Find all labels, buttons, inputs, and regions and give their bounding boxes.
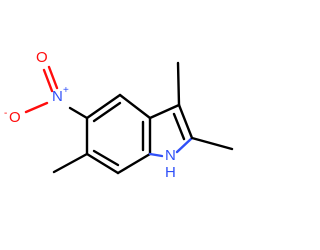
- bond-c7-c7a: [116, 152, 152, 175]
- methyl-c2: [190, 136, 234, 151]
- bond-c3-c2-inner: [172, 112, 186, 141]
- bond-c3a-c3: [148, 103, 181, 120]
- methyl-c3: [176, 61, 181, 107]
- bond-c4-c5: [85, 93, 122, 120]
- indole-nitrogen-hydrogen-label: H: [165, 164, 176, 181]
- nitro-nitrogen-label: N: [52, 88, 63, 105]
- atom-labels: N + O O - N H: [4, 49, 176, 181]
- bond-c3-c2: [177, 103, 194, 140]
- pyrrole-ring: [148, 103, 194, 158]
- nitro-oxygen-bottom-label: O: [9, 109, 21, 126]
- nitro-oxygen-bottom-charge: -: [4, 108, 7, 119]
- bond-nitro-o-top-2: [42, 68, 54, 93]
- bond-nitro-o-top: [47, 65, 59, 90]
- bond-c5-nitro: [68, 106, 89, 120]
- methyl-groups: [52, 61, 234, 174]
- nitro-oxygen-top-label: O: [36, 49, 48, 66]
- bond-c3a-c4: [118, 93, 152, 120]
- bond-c4-c5-inner: [92, 101, 122, 123]
- chemical-structure: N + O O - N H: [4, 49, 234, 181]
- bond-c6-c7: [85, 152, 120, 175]
- nitro-nitrogen-charge: +: [63, 85, 69, 96]
- indole-nitrogen-label: N: [165, 147, 176, 164]
- bond-c6-c7-inner: [92, 149, 120, 167]
- benzene-ring: [85, 93, 152, 175]
- bond-c2-n1: [175, 136, 194, 154]
- bond-nitro-o-bottom: [24, 101, 49, 114]
- bond-n1-c7a: [148, 152, 164, 158]
- methyl-c6: [52, 152, 89, 174]
- nitro-group-bonds: [24, 65, 89, 120]
